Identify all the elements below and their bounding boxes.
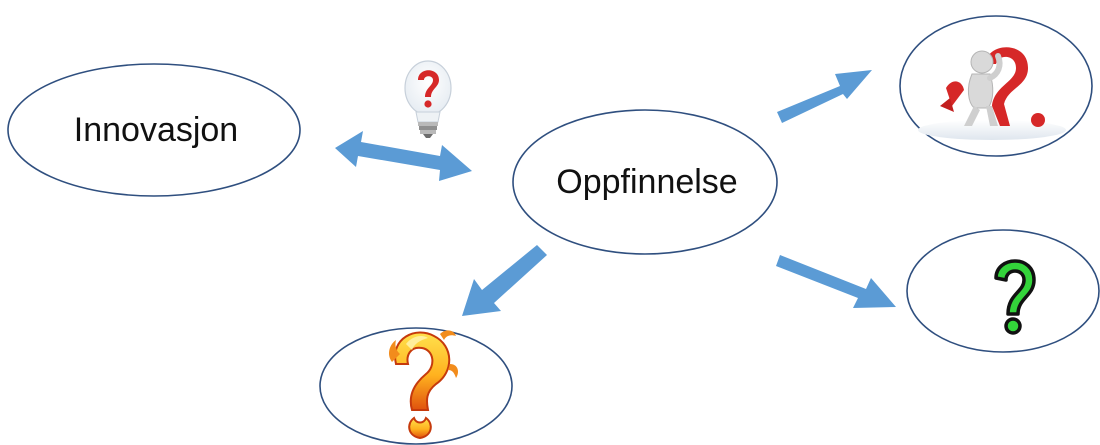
arrow-to-bottom-left xyxy=(462,245,547,316)
arrow-to-bottom-right xyxy=(776,255,896,308)
node-invention-shape xyxy=(512,109,778,255)
node-bottom-right-shape xyxy=(906,229,1100,353)
node-innovation-label: Innovasjon xyxy=(74,111,238,149)
node-innovation-shape xyxy=(7,63,301,197)
node-invention: Oppfinnelse xyxy=(512,109,778,255)
node-innovation: Innovasjon xyxy=(7,63,301,197)
node-invention-label: Oppfinnelse xyxy=(556,163,737,201)
node-bottom-right xyxy=(906,229,1100,353)
person-holding-question-mark-icon xyxy=(918,47,1066,140)
arrows xyxy=(335,70,896,316)
lightbulb-question-icon xyxy=(404,60,452,138)
green-question-mark-icon xyxy=(994,259,1036,335)
double-arrow-innovation-invention xyxy=(335,131,472,181)
arrow-to-top-right xyxy=(777,70,872,123)
flaming-question-mark-icon xyxy=(389,330,458,440)
